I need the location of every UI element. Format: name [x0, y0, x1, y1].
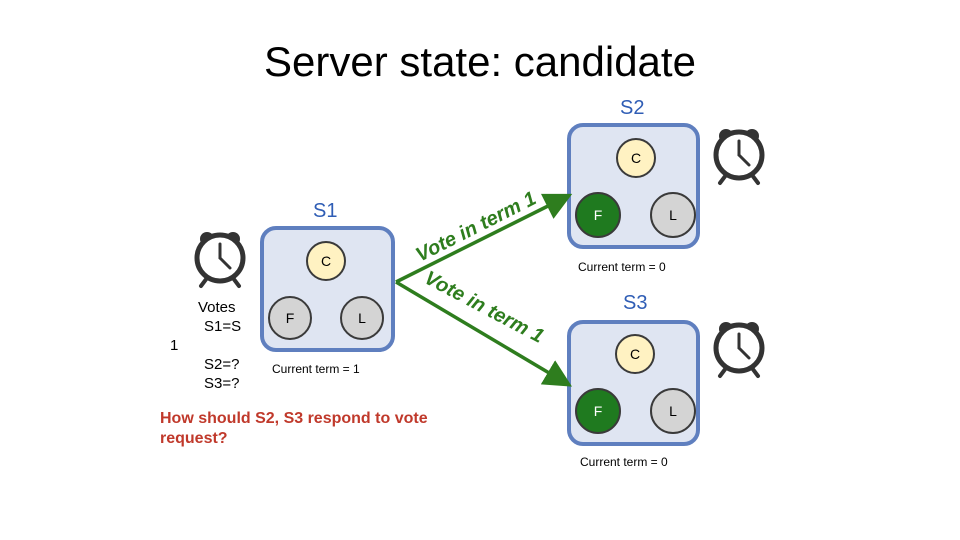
- current-term-s2: Current term = 0: [578, 260, 666, 274]
- question-text: How should S2, S3 respond to vote reques…: [160, 410, 428, 447]
- state-leader-s1: L: [340, 296, 384, 340]
- server-label-s3: S3: [623, 292, 648, 314]
- state-candidate-s1: C: [306, 241, 346, 281]
- arrow-label-s2: Vote in term 1: [412, 188, 539, 267]
- votes-s2: S2=?: [204, 356, 240, 373]
- votes-s3: S3=?: [204, 375, 240, 392]
- votes-s1-a: S1=S: [204, 318, 242, 335]
- alarm-clock-icon: [194, 232, 246, 288]
- votes-s1-b: 1: [170, 337, 179, 354]
- state-follower-s2: F: [575, 192, 621, 238]
- arrow-label-s2-text: Vote in term 1: [412, 188, 539, 267]
- votes-tally: Votes S1=S 1 S2=? S3=?: [170, 298, 250, 393]
- state-follower-s3: F: [575, 388, 621, 434]
- state-leader-s2: L: [650, 192, 696, 238]
- state-follower-s1: F: [268, 296, 312, 340]
- current-term-s1: Current term = 1: [272, 362, 360, 376]
- slide-title: Server state: candidate: [264, 38, 696, 85]
- alarm-clock-icon: [713, 322, 765, 378]
- alarm-clock-icon: [713, 129, 765, 185]
- arrow-to-s3: [395, 280, 573, 387]
- current-term-s3: Current term = 0: [580, 455, 668, 469]
- state-candidate-s3: C: [615, 334, 655, 374]
- state-candidate-s2: C: [616, 138, 656, 178]
- arrow-to-s2: [395, 193, 573, 284]
- server-label-s1: S1: [313, 200, 338, 222]
- votes-heading: Votes: [198, 299, 236, 316]
- state-leader-s3: L: [650, 388, 696, 434]
- server-label-s2: S2: [620, 97, 645, 119]
